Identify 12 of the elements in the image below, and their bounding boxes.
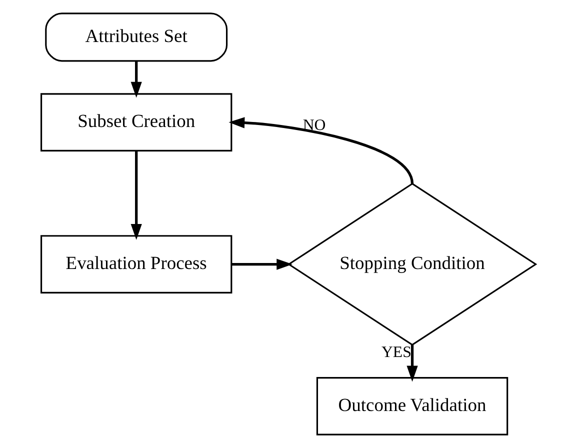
edge-label: NO — [302, 116, 326, 134]
edge-label: YES — [380, 344, 411, 362]
arrow — [228, 117, 414, 184]
node-box: Evaluation Process — [40, 235, 232, 294]
node-box: Outcome Validation — [316, 377, 508, 436]
node-diamond: Stopping Condition — [286, 182, 537, 346]
node-box: Subset Creation — [40, 93, 232, 152]
arrow — [406, 345, 418, 382]
arrow — [130, 150, 142, 240]
arrow — [231, 258, 292, 270]
node-box: Attributes Set — [44, 12, 228, 62]
arrow — [130, 61, 142, 98]
